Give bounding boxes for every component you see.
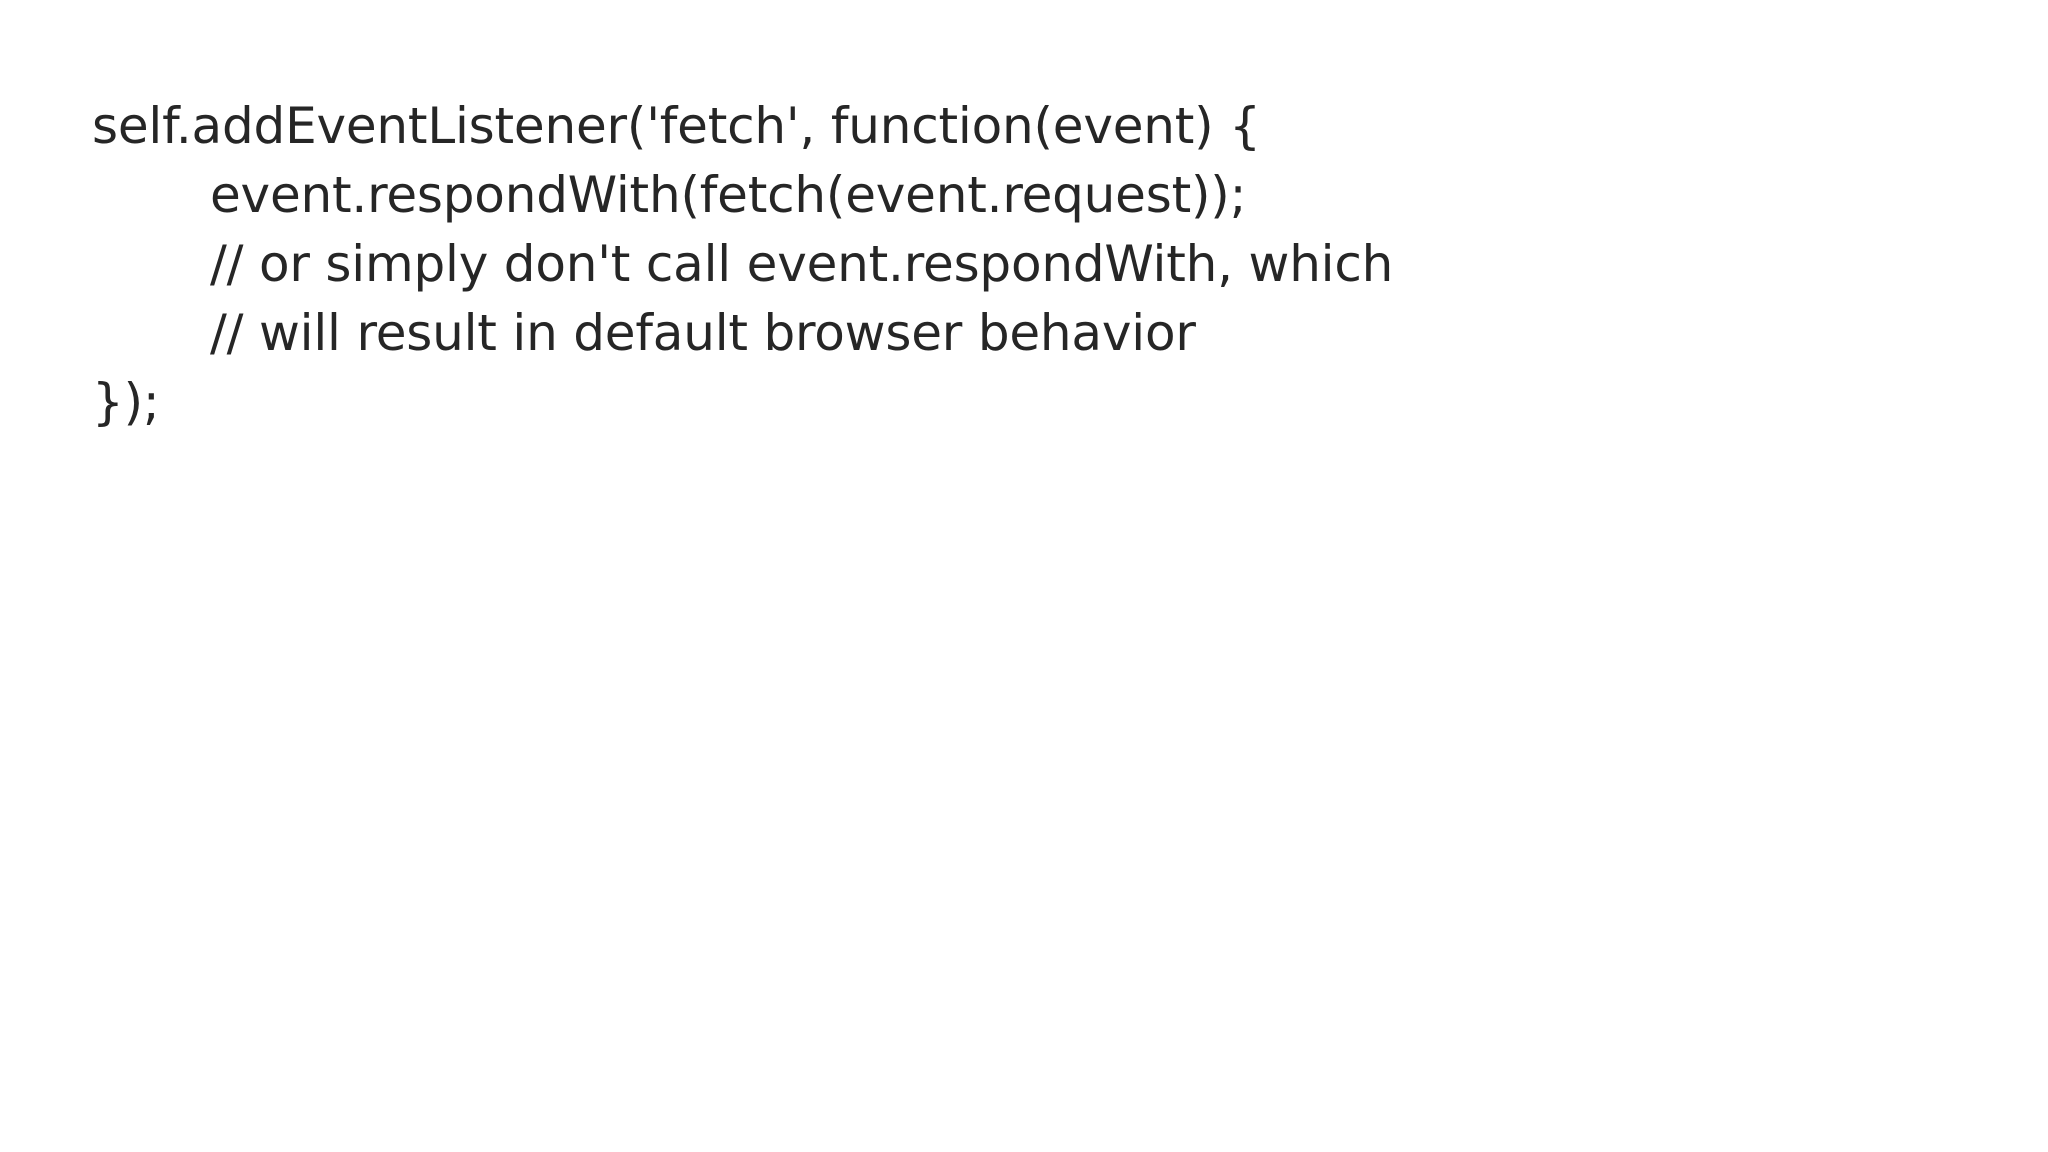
code-line: // or simply don't call event.respondWit… [210, 235, 1394, 293]
code-line: }); [92, 373, 160, 431]
code-line: self.addEventListener('fetch', function(… [92, 97, 1261, 155]
code-line: event.respondWith(fetch(event.request)); [210, 166, 1247, 224]
code-snippet-block: self.addEventListener('fetch', function(… [92, 92, 1952, 437]
code-line: // will result in default browser behavi… [210, 304, 1196, 362]
